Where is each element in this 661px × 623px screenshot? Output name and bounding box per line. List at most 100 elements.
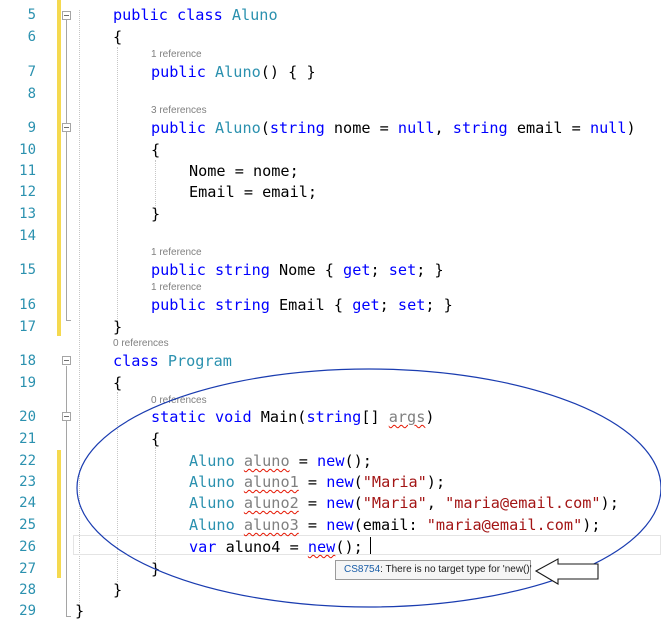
code-token: Main( xyxy=(260,408,307,426)
code-line[interactable]: { xyxy=(151,430,160,448)
code-line[interactable]: } xyxy=(151,560,160,578)
line-number: 18 xyxy=(19,353,36,369)
collapse-main-icon[interactable] xyxy=(62,412,71,421)
code-line[interactable]: Aluno aluno1 = new("Maria"); xyxy=(189,473,445,491)
code-token: null xyxy=(397,119,435,137)
collapse-constructor-icon[interactable] xyxy=(62,123,71,132)
code-token: public xyxy=(151,296,216,314)
error-tooltip: CS8754: There is no target type for 'new… xyxy=(335,560,532,580)
code-token: ( xyxy=(260,119,270,137)
code-token: Aluno xyxy=(189,452,244,470)
error-message: : There is no target type for 'new()' xyxy=(380,564,532,575)
line-number: 8 xyxy=(27,86,36,102)
code-line[interactable]: public string Nome { get; set; } xyxy=(151,261,444,279)
line-number: 16 xyxy=(19,297,36,313)
code-token: ); xyxy=(582,516,601,534)
code-token: set xyxy=(397,296,426,314)
code-token: } xyxy=(151,205,161,223)
code-token: (email: xyxy=(353,516,427,534)
code-line[interactable]: Aluno aluno = new(); xyxy=(189,452,372,470)
code-line[interactable]: } xyxy=(113,581,122,599)
code-line[interactable]: } xyxy=(113,318,122,336)
code-token: aluno3 xyxy=(243,516,299,534)
code-token: ) xyxy=(626,119,636,137)
change-bar xyxy=(57,450,61,578)
error-code-link[interactable]: CS8754 xyxy=(344,564,381,575)
line-number: 28 xyxy=(19,582,36,598)
line-number: 22 xyxy=(19,453,36,469)
line-number: 5 xyxy=(27,7,36,23)
indent-guide xyxy=(117,47,118,325)
code-token: new xyxy=(317,452,345,470)
line-number: 12 xyxy=(19,184,36,200)
codelens-references[interactable]: 1 reference xyxy=(151,247,202,258)
line-number: 15 xyxy=(19,262,36,278)
codelens-references[interactable]: 1 reference xyxy=(151,49,202,60)
code-token: public class xyxy=(113,6,232,24)
code-line[interactable]: public class Aluno xyxy=(113,6,278,24)
code-line[interactable]: static void Main(string[] args) xyxy=(151,408,435,426)
line-number: 27 xyxy=(19,561,36,577)
code-token: email = xyxy=(507,119,590,137)
code-token: Nome = nome; xyxy=(189,162,299,180)
code-token: new xyxy=(326,516,354,534)
collapse-class-program-icon[interactable] xyxy=(62,356,71,365)
fold-line xyxy=(66,20,67,320)
code-token: Aluno xyxy=(189,473,244,491)
code-token: static xyxy=(151,408,216,426)
line-number: 11 xyxy=(19,163,36,179)
code-token: ; } xyxy=(416,261,444,279)
line-number: 17 xyxy=(19,319,36,335)
code-token: get xyxy=(352,296,380,314)
code-token: Email { xyxy=(269,296,353,314)
code-line[interactable]: public string Email { get; set; } xyxy=(151,296,453,314)
line-number: 24 xyxy=(19,495,36,511)
code-token: new xyxy=(307,538,336,556)
code-token: { xyxy=(151,430,161,448)
code-token: Aluno xyxy=(231,6,278,24)
line-number: 13 xyxy=(19,206,36,222)
fold-line xyxy=(66,366,67,616)
code-line[interactable]: { xyxy=(113,28,122,46)
line-number: 9 xyxy=(27,120,36,136)
code-line[interactable]: var aluno4 = new(); xyxy=(189,538,363,556)
code-token: string xyxy=(215,296,270,314)
code-token: = xyxy=(298,494,327,512)
codelens-references[interactable]: 0 references xyxy=(113,338,169,349)
code-line[interactable]: class Program xyxy=(113,352,232,370)
code-line[interactable]: } xyxy=(151,205,160,223)
collapse-class-aluno-icon[interactable] xyxy=(62,11,71,20)
code-token: public xyxy=(151,63,216,81)
line-number: 20 xyxy=(19,409,36,425)
code-line[interactable]: { xyxy=(151,141,160,159)
current-line-highlight xyxy=(73,535,661,555)
code-token: "maria@email.com" xyxy=(426,516,583,534)
code-token: ( xyxy=(353,494,363,512)
codelens-references[interactable]: 0 references xyxy=(151,395,207,406)
codelens-references[interactable]: 3 references xyxy=(151,105,207,116)
code-token: = xyxy=(298,516,327,534)
code-token: string xyxy=(269,119,325,137)
code-token: Program xyxy=(167,352,232,370)
code-line[interactable]: Aluno aluno3 = new(email: "maria@email.c… xyxy=(189,516,601,534)
codelens-references[interactable]: 1 reference xyxy=(151,282,202,293)
code-token: void xyxy=(215,408,261,426)
code-line[interactable]: { xyxy=(113,374,122,392)
code-token: } xyxy=(151,560,161,578)
code-line[interactable]: Email = email; xyxy=(189,183,317,201)
code-line[interactable]: public Aluno() { } xyxy=(151,63,316,81)
code-token: ; xyxy=(370,261,389,279)
code-line[interactable]: public Aluno(string nome = null, string … xyxy=(151,119,636,137)
code-token: , xyxy=(434,119,453,137)
code-line[interactable]: Nome = nome; xyxy=(189,162,299,180)
code-token: aluno1 xyxy=(243,473,299,491)
code-token: Aluno xyxy=(215,119,261,137)
code-token: get xyxy=(343,261,371,279)
code-token: class xyxy=(113,352,168,370)
code-line[interactable]: Aluno aluno2 = new("Maria", "maria@email… xyxy=(189,494,619,512)
code-token: Aluno xyxy=(215,63,261,81)
code-token: var xyxy=(189,538,226,556)
code-token: ; } xyxy=(425,296,453,314)
code-line[interactable]: } xyxy=(75,602,84,620)
